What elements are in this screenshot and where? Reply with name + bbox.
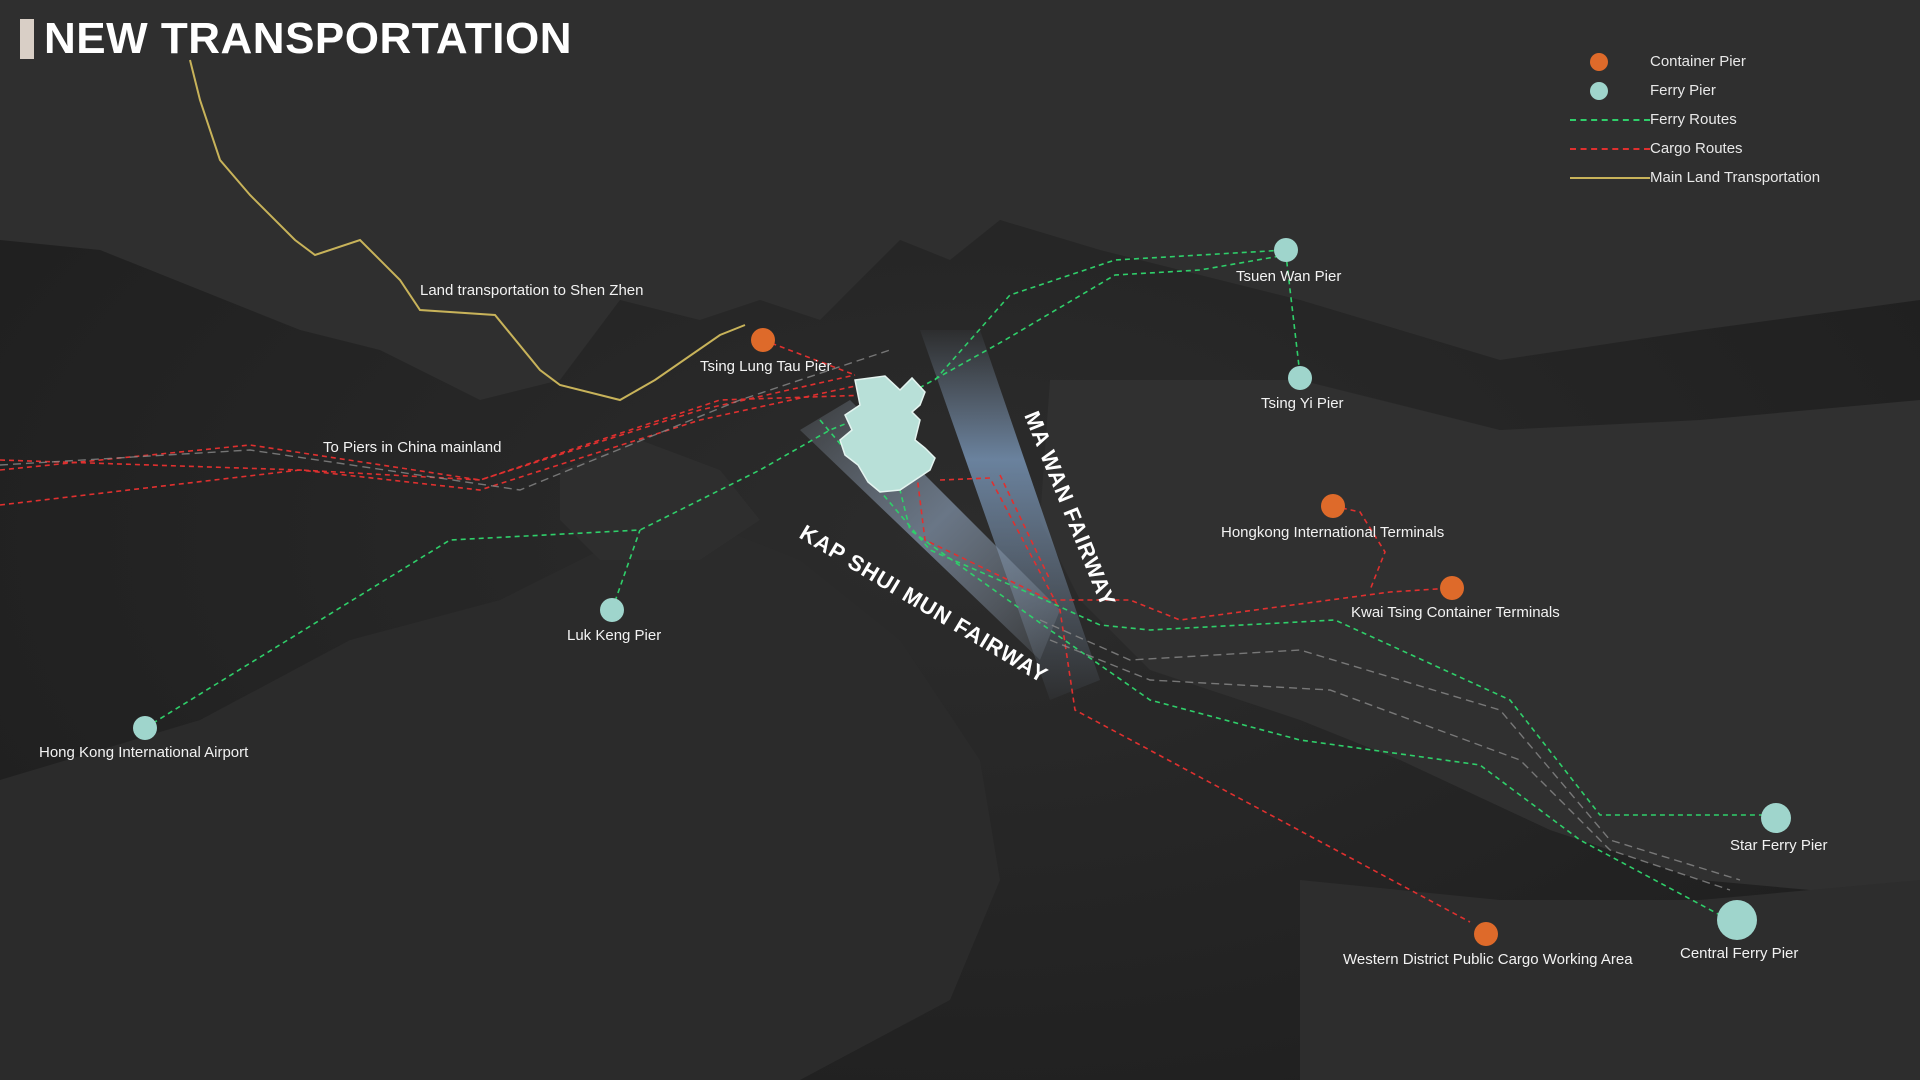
legend-label: Main Land Transportation [1650, 169, 1821, 186]
legend-ferry-pier: Ferry Pier [1560, 76, 1860, 105]
legend-label: Ferry Routes [1650, 111, 1737, 128]
label-tsuen-wan: Tsuen Wan Pier [1236, 268, 1341, 285]
legend-label: Cargo Routes [1650, 140, 1743, 157]
star-ferry-marker[interactable] [1761, 803, 1791, 833]
central-ferry-marker[interactable] [1717, 900, 1757, 940]
pier-markers [133, 238, 1791, 946]
legend-cargo-routes: Cargo Routes [1560, 134, 1860, 163]
luk-keng-marker[interactable] [600, 598, 624, 622]
label-land-shenzhen: Land transportation to Shen Zhen [420, 282, 644, 299]
label-kwai-tsing: Kwai Tsing Container Terminals [1351, 604, 1560, 621]
label-tsing-lung-tau: Tsing Lung Tau Pier [700, 358, 831, 375]
legend: Container Pier Ferry Pier Ferry Routes C… [1560, 47, 1860, 192]
ferry-route-line-icon [1570, 118, 1650, 121]
legend-label: Ferry Pier [1650, 82, 1716, 99]
label-hk-terminals: Hongkong International Terminals [1221, 524, 1444, 541]
ferry-routes [144, 249, 1770, 916]
title-accent-bar [20, 19, 34, 59]
page-title: NEW TRANSPORTATION [44, 14, 572, 63]
airport-marker[interactable] [133, 716, 157, 740]
tsuen-wan-marker[interactable] [1274, 238, 1298, 262]
label-to-china: To Piers in China mainland [323, 439, 501, 456]
cargo-routes [0, 339, 1471, 923]
island [839, 375, 936, 493]
container-pier-dot-icon [1590, 52, 1608, 71]
label-airport: Hong Kong International Airport [39, 744, 249, 761]
label-luk-keng: Luk Keng Pier [567, 627, 661, 644]
label-tsing-yi: Tsing Yi Pier [1261, 395, 1344, 412]
legend-label: Container Pier [1650, 53, 1746, 70]
legend-main-land: Main Land Transportation [1560, 163, 1860, 192]
western-district-marker[interactable] [1474, 922, 1498, 946]
title-block: NEW TRANSPORTATION [20, 14, 572, 64]
legend-container-pier: Container Pier [1560, 47, 1860, 76]
hk-terminals-marker[interactable] [1321, 494, 1345, 518]
auxiliary-routes [0, 349, 1741, 891]
label-central-ferry: Central Ferry Pier [1680, 945, 1798, 962]
ferry-pier-dot-icon [1590, 81, 1608, 100]
kwai-tsing-marker[interactable] [1440, 576, 1464, 600]
land-route-line-icon [1570, 176, 1650, 179]
cargo-route-line-icon [1570, 147, 1650, 150]
label-western-district: Western District Public Cargo Working Ar… [1343, 951, 1633, 968]
tsing-yi-marker[interactable] [1288, 366, 1312, 390]
land-route [189, 59, 746, 402]
tsing-lung-tau-marker[interactable] [751, 328, 775, 352]
legend-ferry-routes: Ferry Routes [1560, 105, 1860, 134]
label-star-ferry: Star Ferry Pier [1730, 837, 1828, 854]
